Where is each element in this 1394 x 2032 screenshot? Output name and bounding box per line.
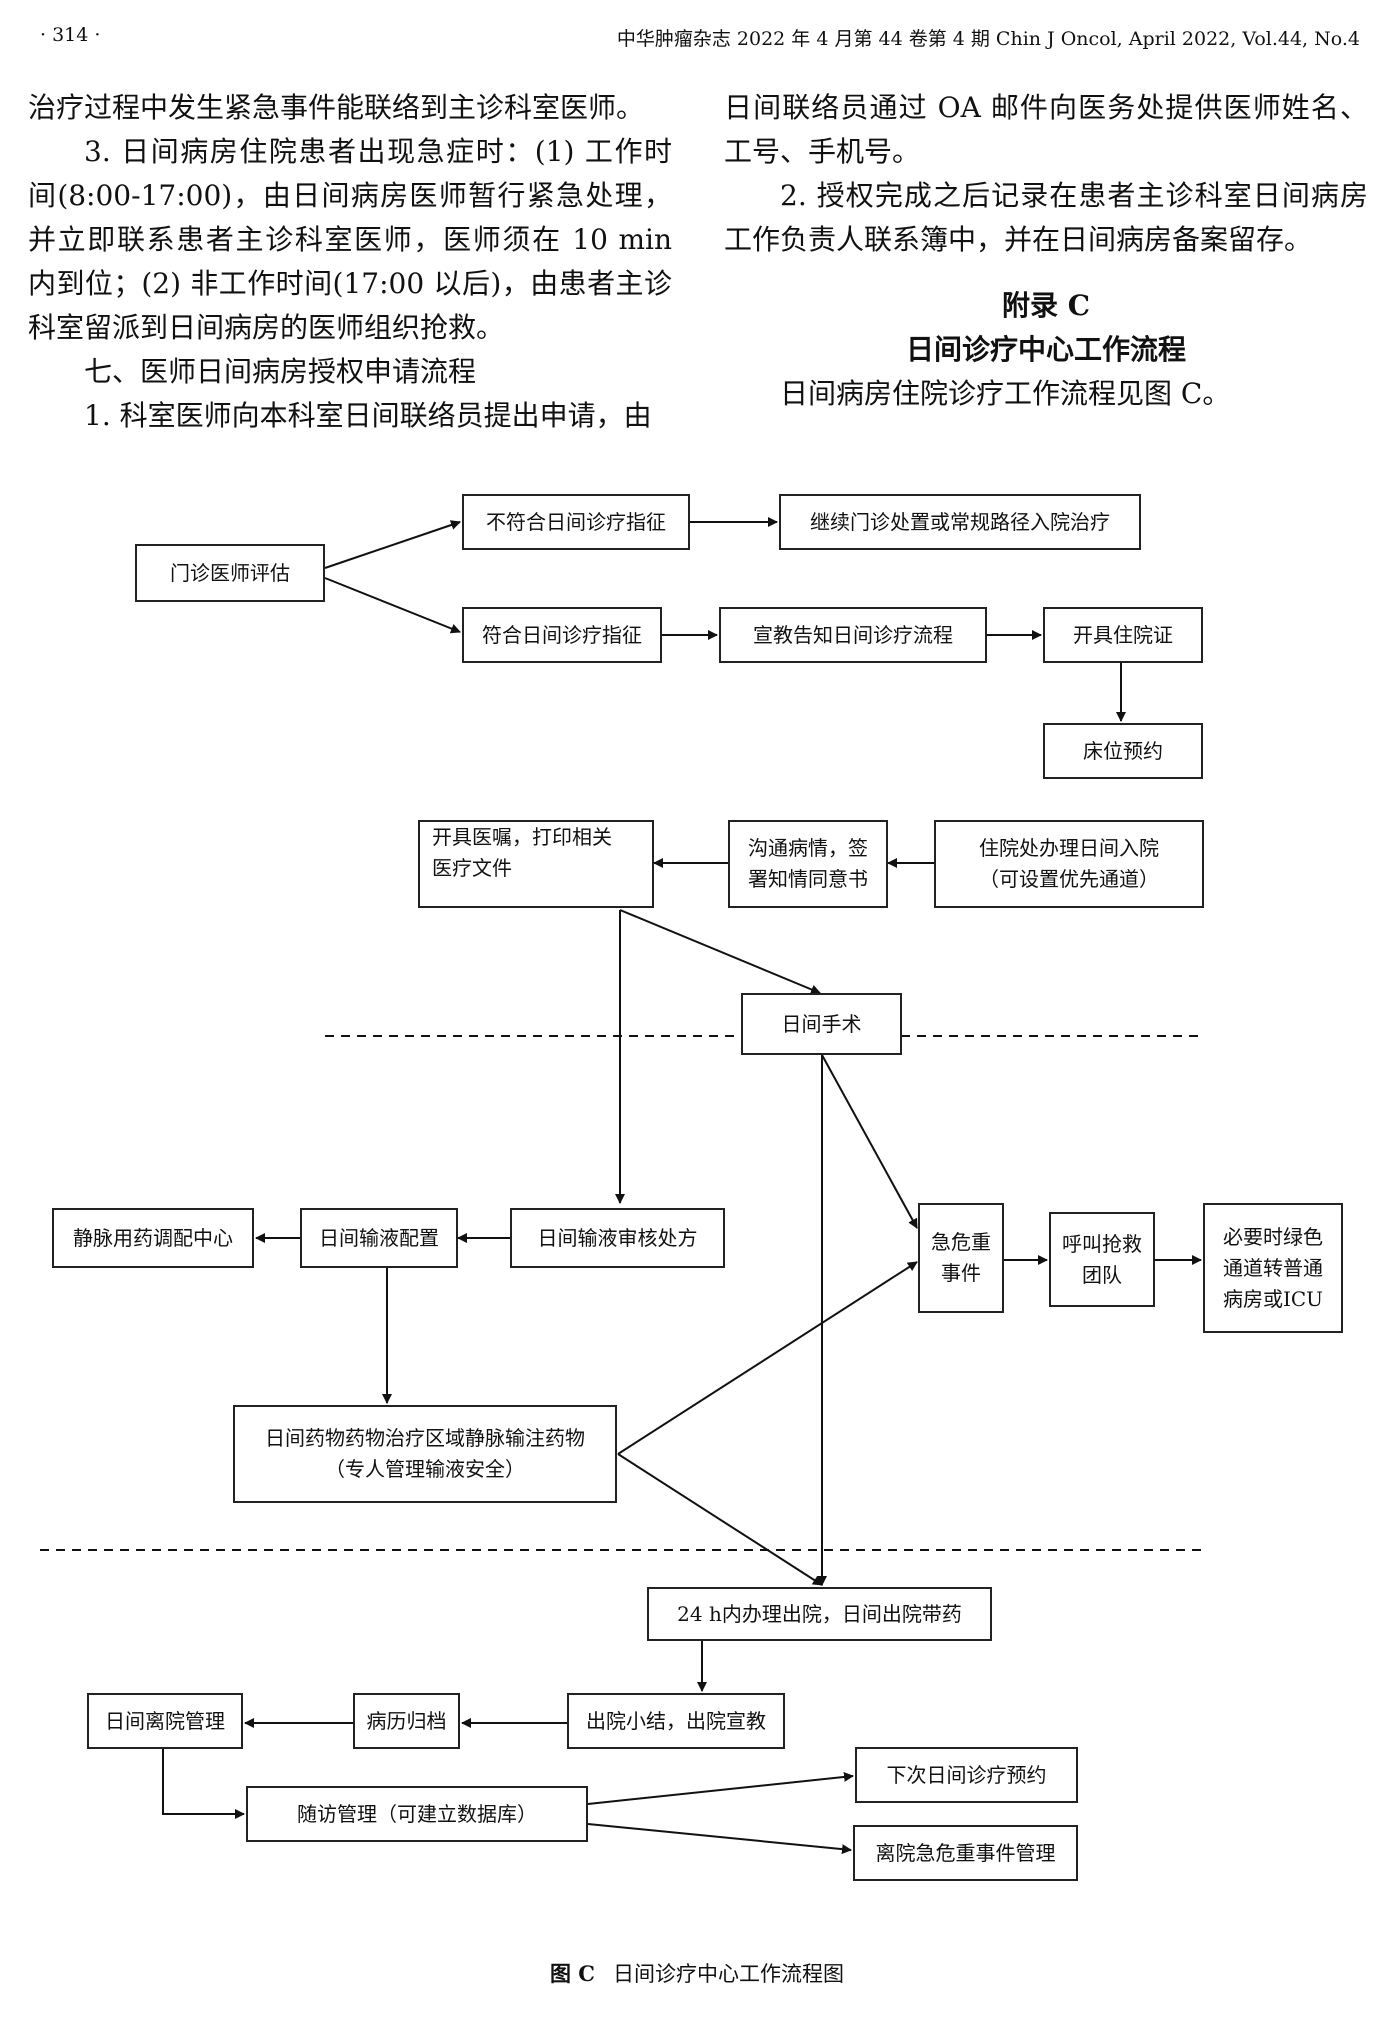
box-line: 署知情同意书 (748, 867, 868, 891)
box-education: 宣教告知日间诊疗流程 (719, 607, 987, 663)
box-communicate-consent: 沟通病情，签 署知情同意书 (728, 820, 888, 908)
box-next-appointment: 下次日间诊疗预约 (855, 1747, 1078, 1803)
caption-text: 日间诊疗中心工作流程图 (613, 1962, 845, 1986)
box-infusion-config: 日间输液配置 (300, 1208, 458, 1268)
box-line: （专人管理输液安全） (325, 1457, 525, 1481)
arrow (619, 909, 821, 995)
flowchart: 门诊医师评估 不符合日间诊疗指征 继续门诊处置或常规路径入院治疗 符合日间诊疗指… (0, 470, 1394, 1960)
appendix-label: 附录 C (1001, 289, 1091, 322)
left-column: 治疗过程中发生紧急事件能联络到主诊科室医师。 3. 日间病房住院患者出现急症时：… (28, 86, 672, 438)
box-meet-criteria: 符合日间诊疗指征 (462, 607, 662, 663)
box-rescue-team: 呼叫抢救 团队 (1049, 1212, 1155, 1307)
arrow (587, 1823, 852, 1855)
box-discharge-summary: 出院小结，出院宣教 (567, 1693, 785, 1749)
box-followup: 随访管理（可建立数据库） (246, 1786, 588, 1842)
arrow (587, 1771, 854, 1805)
box-line: 急危重 (931, 1230, 991, 1254)
box-day-surgery: 日间手术 (741, 993, 902, 1055)
paragraph: 日间病房住院诊疗工作流程见图 C。 (780, 377, 1231, 410)
box-continue-outpatient: 继续门诊处置或常规路径入院治疗 (779, 494, 1141, 550)
arrow (617, 1453, 823, 1586)
right-column: 日间联络员通过 OA 邮件向医务处提供医师姓名、工号、手机号。 2. 授权完成之… (724, 86, 1368, 416)
box-infusion-area: 日间药物药物治疗区域静脉输注药物 （专人管理输液安全） (233, 1405, 617, 1503)
box-line: 事件 (941, 1261, 981, 1285)
box-record-archive: 病历归档 (353, 1693, 460, 1749)
arrow (162, 1749, 245, 1819)
figure-caption: 图 C 日间诊疗中心工作流程图 (0, 1958, 1394, 1988)
arrow (617, 1261, 918, 1455)
caption-label: 图 C (549, 1961, 596, 1986)
box-orders: 开具医嘱，打印相关 医疗文件 (418, 820, 654, 908)
box-line: 通道转普通 (1223, 1255, 1323, 1280)
box-line: （可设置优先通道） (979, 867, 1159, 891)
box-line: 病房或ICU (1222, 1286, 1324, 1311)
arrow (821, 1054, 918, 1229)
box-outpatient-evaluation: 门诊医师评估 (135, 544, 325, 602)
box-iv-center: 静脉用药调配中心 (52, 1208, 254, 1268)
box-line: 团队 (1082, 1262, 1122, 1287)
box-green-channel: 必要时绿色 通道转普通 病房或ICU (1203, 1203, 1343, 1333)
paragraph: 3. 日间病房住院患者出现急症时：(1) 工作时间(8:00-17:00)，由日… (28, 135, 672, 344)
appendix-title: 日间诊疗中心工作流程 (905, 333, 1186, 366)
box-line: 沟通病情，签 (748, 836, 868, 860)
box-bed-booking: 床位预约 (1043, 723, 1203, 779)
box-leave-management: 日间离院管理 (87, 1693, 243, 1749)
paragraph: 治疗过程中发生紧急事件能联络到主诊科室医师。 (28, 91, 645, 124)
box-discharge-24h: 24 h内办理出院，日间出院带药 (647, 1587, 992, 1641)
journal-header: 中华肿瘤杂志 2022 年 4 月第 44 卷第 4 期 Chin J Onco… (616, 28, 1360, 50)
box-not-meet-criteria: 不符合日间诊疗指征 (462, 494, 690, 550)
box-line: 开具医嘱，打印相关 (432, 825, 612, 849)
box-post-discharge-emergency: 离院急危重事件管理 (853, 1825, 1078, 1881)
paragraph: 日间联络员通过 OA 邮件向医务处提供医师姓名、工号、手机号。 (724, 91, 1368, 168)
arrow (324, 577, 461, 634)
arrow (324, 520, 461, 569)
box-line: 住院处办理日间入院 (979, 836, 1159, 860)
page-number: · 314 · (40, 24, 101, 46)
box-admission-office: 住院处办理日间入院 （可设置优先通道） (934, 820, 1204, 908)
flowchart-connectors (40, 517, 1205, 1855)
section-heading: 七、医师日间病房授权申请流程 (84, 355, 477, 388)
box-emergency-event: 急危重 事件 (918, 1203, 1004, 1313)
paragraph: 2. 授权完成之后记录在患者主诊科室日间病房工作负责人联系簿中，并在日间病房备案… (724, 179, 1368, 256)
box-admission-certificate: 开具住院证 (1043, 607, 1203, 663)
box-line: 医疗文件 (432, 856, 512, 880)
box-line: 日间药物药物治疗区域静脉输注药物 (265, 1426, 585, 1450)
paragraph: 1. 科室医师向本科室日间联络员提出申请，由 (84, 399, 652, 432)
box-infusion-review: 日间输液审核处方 (510, 1208, 725, 1268)
box-line: 必要时绿色 (1223, 1224, 1323, 1249)
box-line: 呼叫抢救 (1062, 1231, 1142, 1256)
